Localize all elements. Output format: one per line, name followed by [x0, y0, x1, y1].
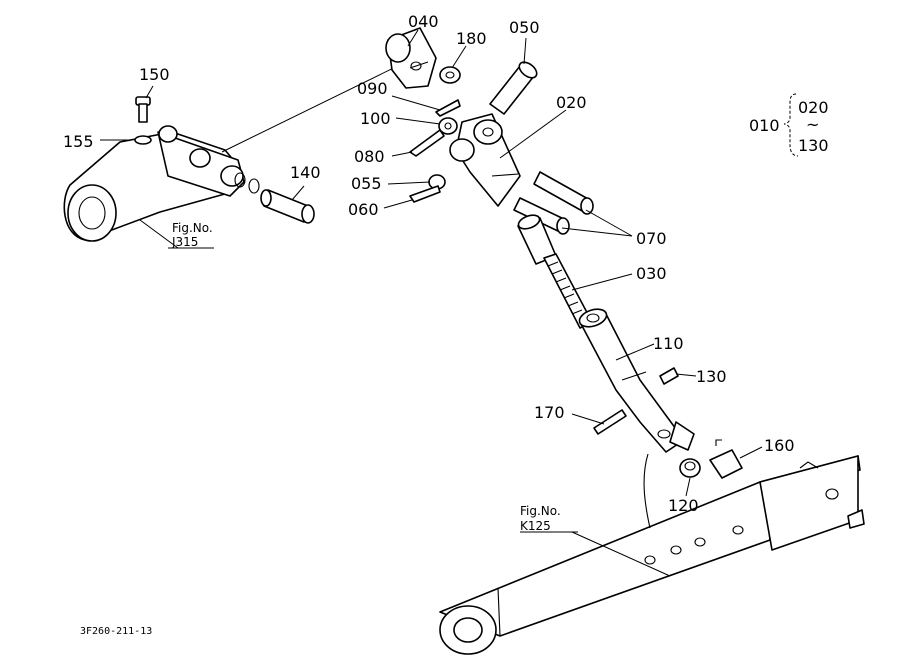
assembly-parent-number: 010 — [749, 116, 780, 135]
label-170: 170 — [534, 403, 565, 422]
pin-140-drawing — [234, 172, 315, 224]
clip-155-drawing — [100, 135, 152, 145]
label-055: 055 — [351, 174, 382, 193]
cap-160-drawing — [709, 439, 743, 479]
label-180: 180 — [456, 29, 487, 48]
label-150: 150 — [139, 65, 170, 84]
assembly-bracket: 010 020 ~ 130 — [749, 93, 829, 157]
label-100: 100 — [360, 109, 391, 128]
washer-180-drawing — [439, 66, 461, 84]
clip-090-drawing — [435, 99, 461, 117]
pin-060-drawing — [409, 185, 441, 203]
pin-150-drawing — [135, 96, 151, 123]
assembly-range-end: 130 — [798, 136, 829, 155]
label-140: 140 — [290, 163, 321, 182]
label-030: 030 — [636, 264, 667, 283]
fig-ref-k125-code: K125 — [520, 519, 551, 533]
pin-050-drawing — [489, 61, 538, 115]
fig-ref-k125-title: Fig.No. — [520, 504, 561, 518]
label-020: 020 — [556, 93, 587, 112]
pin-170-drawing — [593, 409, 627, 435]
label-110: 110 — [653, 334, 684, 353]
fig-ref-j315-code: J315 — [171, 235, 198, 249]
label-060: 060 — [348, 200, 379, 219]
pins-070-drawing — [513, 171, 594, 235]
grease-nipple-130-drawing — [659, 367, 679, 385]
drawing-code: 3F260-211-13 — [80, 626, 152, 637]
tube-110-drawing — [578, 308, 695, 453]
washer-100-drawing — [438, 117, 458, 135]
lower-link-drawing — [439, 453, 865, 655]
clevis-020-drawing — [449, 113, 521, 207]
pin-080-drawing — [409, 129, 445, 157]
label-040: 040 — [408, 12, 439, 31]
label-050: 050 — [509, 18, 540, 37]
label-090: 090 — [357, 79, 388, 98]
label-080: 080 — [354, 147, 385, 166]
label-160: 160 — [764, 436, 795, 455]
label-120: 120 — [668, 496, 699, 515]
label-070: 070 — [636, 229, 667, 248]
bush-120-drawing — [679, 458, 701, 478]
assembly-range-start: 020 — [798, 98, 829, 117]
label-155: 155 — [63, 132, 94, 151]
assembly-range-tilde: ~ — [806, 115, 819, 134]
leader-lines — [139, 29, 763, 577]
lift-arm-drawing — [63, 55, 419, 242]
label-130: 130 — [696, 367, 727, 386]
yoke-040-drawing — [385, 27, 437, 89]
fig-ref-j315-title: Fig.No. — [172, 221, 213, 235]
